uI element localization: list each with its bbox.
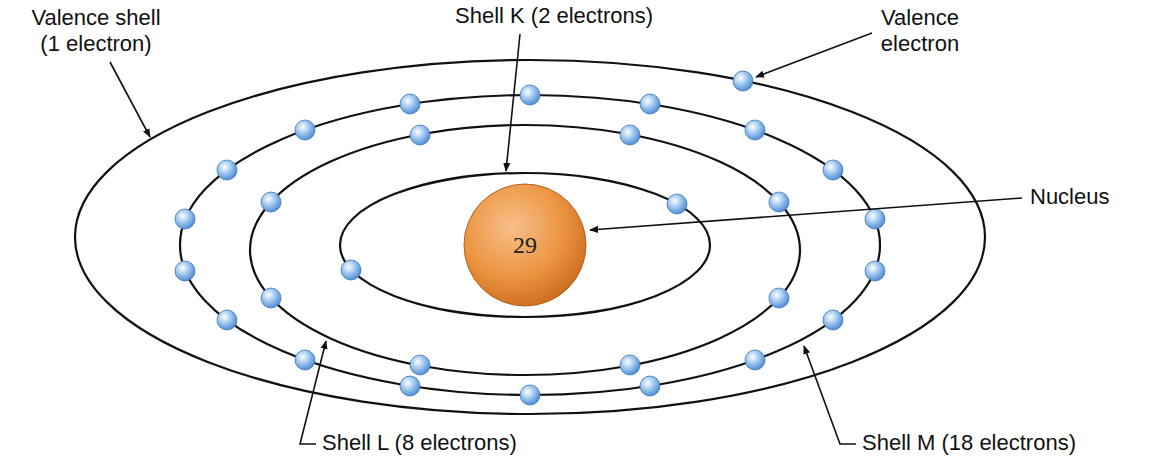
leader-line	[590, 198, 1022, 230]
atomic-number: 29	[513, 232, 537, 259]
leader-line	[804, 346, 856, 444]
shell-k	[340, 173, 710, 317]
electron	[667, 194, 687, 214]
valence-shell	[75, 60, 985, 414]
electron	[261, 192, 281, 212]
nucleus: 29	[463, 183, 587, 307]
electron	[341, 260, 361, 280]
electron	[823, 310, 843, 330]
valence-electron	[733, 71, 753, 91]
electron	[520, 385, 540, 405]
shell-label: Shell K (2 electrons)	[455, 3, 653, 29]
electron	[217, 160, 237, 180]
electron	[620, 125, 640, 145]
electron	[640, 94, 660, 114]
leader-line	[300, 341, 326, 444]
electron	[410, 125, 430, 145]
electron	[620, 355, 640, 375]
electron	[400, 376, 420, 396]
shell-label: Valence shell (1 electron)	[25, 5, 167, 58]
electron	[865, 261, 885, 281]
electron	[295, 120, 315, 140]
electron	[769, 288, 789, 308]
electron	[295, 350, 315, 370]
electron	[865, 209, 885, 229]
nucleus-sphere	[464, 184, 586, 306]
electron	[520, 85, 540, 105]
shell-l	[250, 125, 800, 375]
leader-line	[506, 34, 520, 171]
shell-label: Shell M (18 electrons)	[862, 430, 1076, 456]
electron	[745, 350, 765, 370]
electron	[175, 261, 195, 281]
callout-label: Nucleus	[1030, 184, 1109, 210]
electron	[217, 310, 237, 330]
electron	[769, 192, 789, 212]
leader-line	[110, 62, 150, 137]
leader-line	[756, 33, 872, 77]
electron	[175, 209, 195, 229]
electron	[410, 355, 430, 375]
electron	[261, 288, 281, 308]
shell-label: Shell L (8 electrons)	[322, 430, 517, 456]
electron	[823, 160, 843, 180]
electron	[400, 94, 420, 114]
shell-m	[180, 95, 880, 395]
electron	[640, 376, 660, 396]
callout-label: Valence electron	[870, 5, 970, 58]
electron	[745, 120, 765, 140]
